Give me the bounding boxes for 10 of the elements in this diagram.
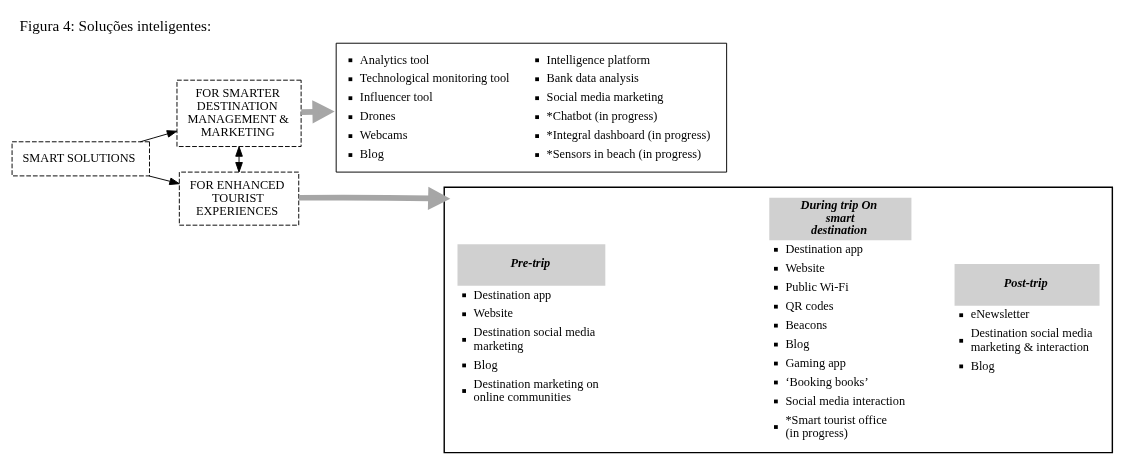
cluster — [443, 186, 1114, 454]
node-box: FOR SMARTER DESTINATION MANAGEMENT & MARKETING — [176, 79, 302, 147]
arrow — [235, 146, 243, 173]
arrow — [139, 130, 178, 143]
diagram-title: Figura 4: Soluções inteligentes: — [19, 16, 212, 34]
node-box: Analytics tool Technological monitoring tool Influencer tool Drones Webcams Blog Intelligence platform Bank data analysis Social media marketing *Chatbot (in progress) *Integral dashboard (in progress) *Sensors in beach (in progress) — [335, 42, 728, 173]
node-box: FOR ENHANCED TOURIST EXPERIENCES — [178, 171, 300, 226]
node-box: SMART SOLUTIONS — [11, 141, 150, 177]
arrow — [148, 175, 180, 186]
arrow — [298, 186, 451, 210]
